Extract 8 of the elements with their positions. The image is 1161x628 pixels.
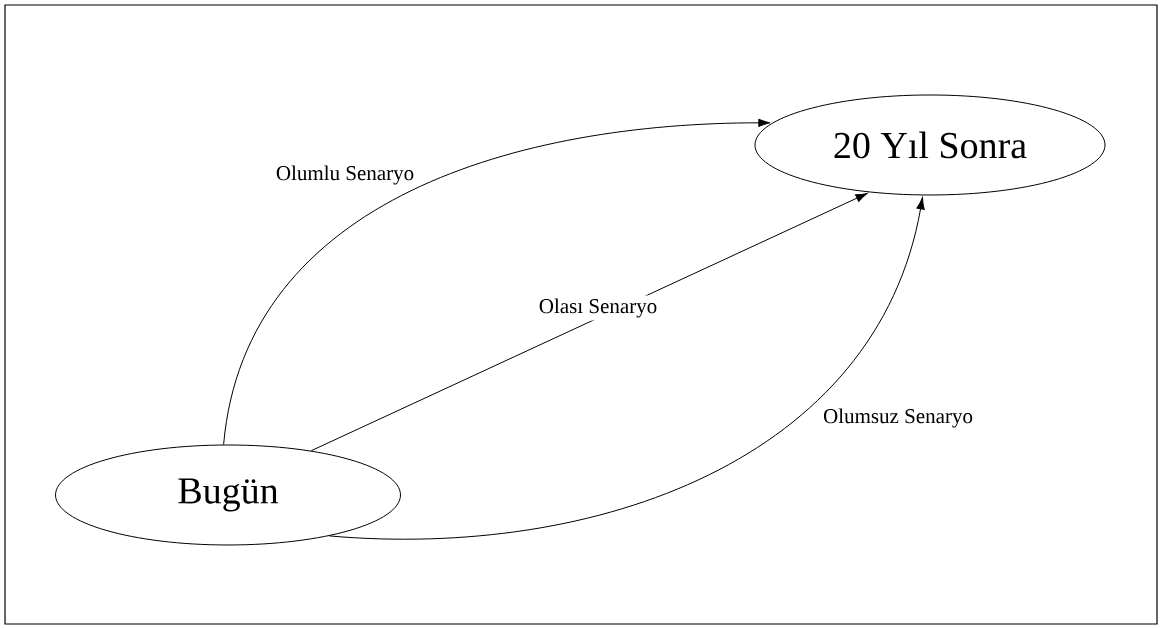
ellipse-node: Bugün bbox=[55, 444, 401, 546]
edge-label: Olumlu Senaryo bbox=[276, 165, 414, 185]
arrow bbox=[310, 192, 868, 452]
edge-label: Olumsuz Senaryo bbox=[823, 408, 973, 428]
arrow bbox=[328, 197, 925, 540]
edge-label: Olası Senaryo bbox=[535, 295, 661, 321]
ellipse-node: 20 Yıl Sonra bbox=[754, 94, 1106, 196]
arrow bbox=[223, 118, 771, 445]
